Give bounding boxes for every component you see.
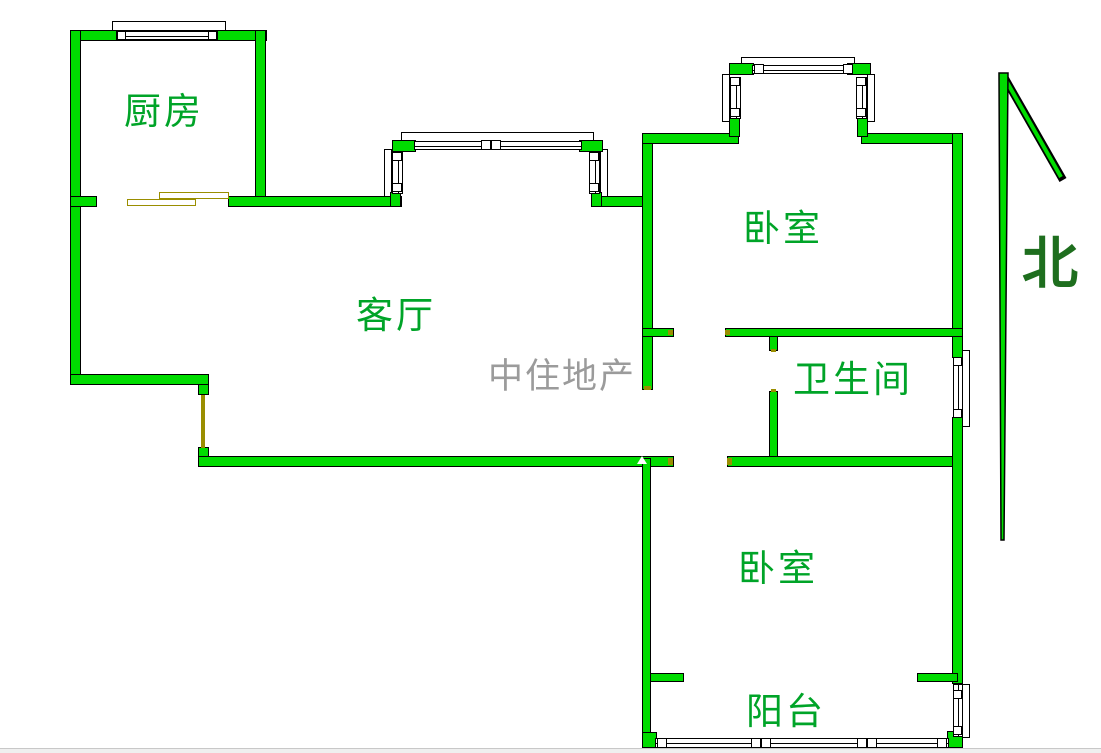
door-jamb <box>644 386 651 390</box>
sliding-door-panel-icon <box>127 199 196 206</box>
wall-step-stub <box>198 384 209 395</box>
living-baywindow-mullion <box>491 140 501 150</box>
balcony-window-mullion <box>953 726 962 735</box>
balcony-window-mullion <box>857 738 867 748</box>
bathroom-window-mullion <box>953 357 962 366</box>
room-label-bedroom-top: 卧室 <box>743 209 823 250</box>
door-jamb <box>771 349 776 352</box>
living-baywindow-mullion <box>481 140 491 150</box>
bedroom-baywindow-mullion <box>843 64 853 74</box>
wall-hall-bottom-right <box>727 456 963 467</box>
entry-door-line <box>201 395 205 448</box>
bedroom-baywindow-icon <box>752 65 849 74</box>
north-arrow-icon <box>998 72 1067 541</box>
wall-lower-vertical <box>642 458 651 748</box>
kitchen-window-icon <box>116 31 218 40</box>
wall-bedroom-top-right <box>861 133 963 144</box>
sliding-door-panel-icon <box>159 192 229 199</box>
living-baywindow-mullion <box>589 152 599 161</box>
wall-kitchen-right <box>255 30 266 207</box>
wall-balcony-stub-left <box>650 673 684 682</box>
living-baywindow-side-outer <box>600 149 608 197</box>
wall-bedroom-top-left <box>642 133 739 144</box>
balcony-window-mullion <box>953 690 962 699</box>
bathroom-window-mullion <box>953 409 962 418</box>
balcony-window-mullion <box>761 738 771 748</box>
living-baywindow-post <box>392 140 416 152</box>
wall-kitchen-bottom-stub <box>70 196 97 207</box>
living-baywindow-mullion <box>392 152 402 161</box>
living-baywindow-mullion <box>392 183 402 192</box>
room-label-bedroom-bottom: 卧室 <box>738 549 818 590</box>
bedroom-baywindow-mullion <box>730 77 740 86</box>
wall-hall-bottom-left <box>198 456 674 467</box>
balcony-window-mullion <box>937 738 947 748</box>
bedroom-baywindow-post <box>857 117 868 137</box>
balcony-window-mullion <box>751 738 761 748</box>
bedroom-baywindow-post <box>729 63 754 75</box>
living-baywindow-post <box>390 192 401 207</box>
balcony-window-mullion <box>657 738 667 748</box>
balcony-right-window-outer <box>962 684 970 738</box>
door-mark <box>637 456 647 464</box>
bedroom-baywindow-mullion <box>730 108 740 117</box>
wall-balcony-stub-right <box>917 673 958 682</box>
door-jamb <box>725 330 730 335</box>
living-baywindow-post <box>579 140 603 152</box>
bedroom-baywindow-post <box>729 117 740 137</box>
living-baywindow-post <box>591 192 602 207</box>
bedroom-baywindow-side-outer <box>867 74 875 122</box>
door-jamb <box>771 389 776 392</box>
bedroom-baywindow-mullion <box>754 64 764 74</box>
door-jamb <box>668 330 673 335</box>
wall-kitchen-left <box>70 30 81 385</box>
balcony-window-mullion <box>867 738 877 748</box>
wall-step-top <box>70 374 209 385</box>
kitchen-window-mullion <box>208 31 217 40</box>
door-jamb <box>668 458 673 465</box>
door-jamb <box>727 458 732 465</box>
room-label-living: 客厅 <box>356 296 436 337</box>
living-baywindow-mullion <box>589 183 599 192</box>
bedroom-baywindow-mullion <box>856 108 866 117</box>
room-label-balcony: 阳台 <box>746 692 826 733</box>
bedroom-baywindow-mullion <box>856 77 866 86</box>
room-label-kitchen: 厨房 <box>124 92 204 133</box>
bottom-edge-strip <box>0 748 1101 753</box>
watermark-text: 中住地产 <box>488 357 637 396</box>
wall-main-vertical-upper <box>642 133 653 390</box>
balcony-right-window-icon <box>953 684 963 737</box>
wall-living-top-left <box>228 196 402 207</box>
wall-right-mid <box>952 417 963 684</box>
bedroom-baywindow-side-outer <box>722 74 730 122</box>
wall-hall-stub <box>642 328 674 337</box>
wall-bathroom-top <box>725 328 963 337</box>
wall-bathroom-divider <box>769 391 778 461</box>
room-label-bathroom: 卫生间 <box>793 360 913 401</box>
living-baywindow-side-outer <box>384 149 392 197</box>
kitchen-window-mullion <box>117 31 126 40</box>
wall-right-upper <box>952 133 963 358</box>
balcony-bottom-window-icon <box>655 738 949 748</box>
north-label: 北 <box>1022 234 1078 296</box>
bathroom-window-outer <box>962 350 970 427</box>
